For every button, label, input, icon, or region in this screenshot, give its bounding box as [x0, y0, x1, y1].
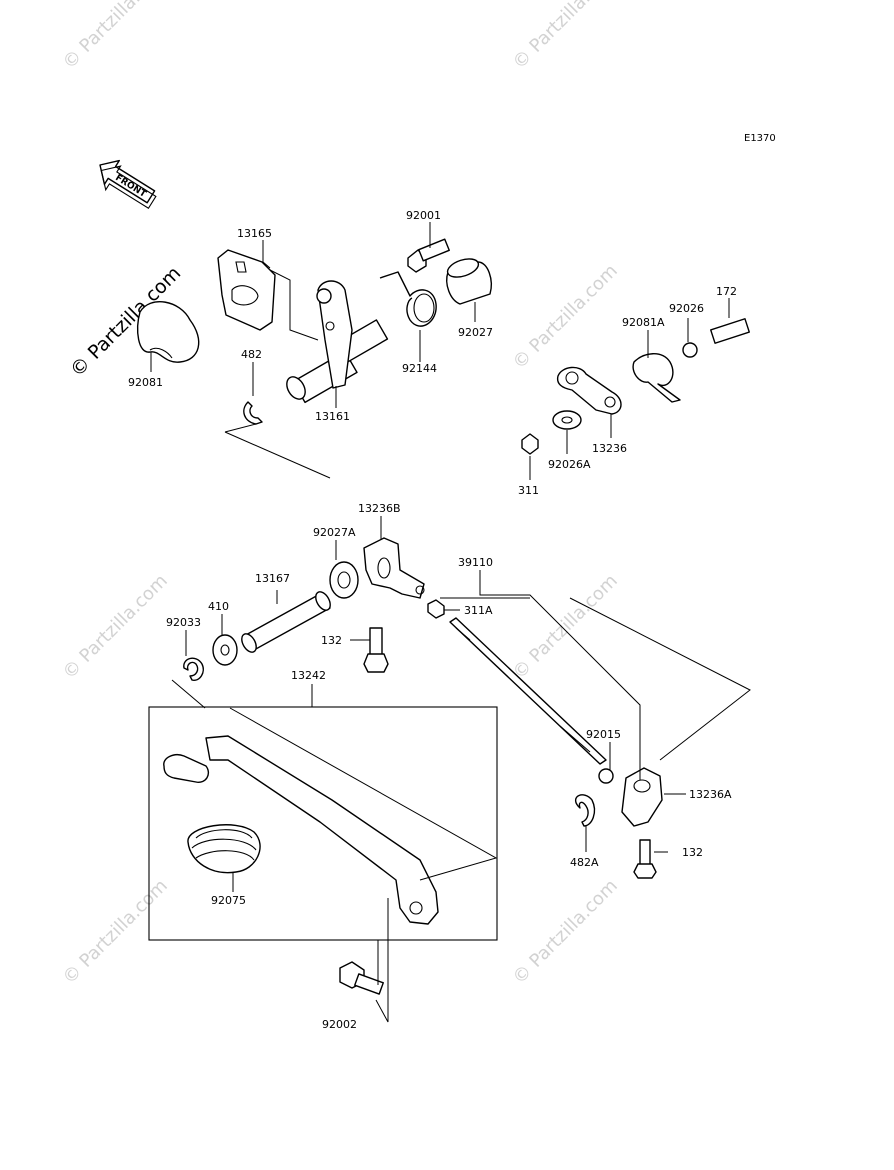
part-label: 13165 — [237, 227, 272, 240]
collar-92027 — [446, 258, 492, 305]
pedal-box — [148, 706, 498, 941]
linkage-assembly — [183, 537, 663, 879]
bolt-132-lower — [633, 839, 657, 879]
shift-arm-assembly — [521, 318, 750, 455]
part-label: 92144 — [402, 362, 437, 375]
guide-plate-13165 — [217, 249, 276, 331]
shift-pedal-assembly — [148, 706, 498, 995]
watermark: © Partzilla.com — [59, 570, 172, 683]
part-label: 92075 — [211, 894, 246, 907]
bolt-132 — [363, 627, 389, 673]
part-label: 92001 — [406, 209, 441, 222]
part-label: 13161 — [315, 410, 350, 423]
part-label: 311 — [518, 484, 539, 497]
front-arrow-icon: FRONT — [99, 159, 157, 210]
part-label: 13242 — [291, 669, 326, 682]
part-label: 13236A — [689, 788, 732, 801]
bolt-92002 — [339, 961, 384, 995]
stud-172 — [710, 318, 750, 344]
washer-410 — [212, 634, 238, 666]
watermark: © Partzilla.com — [509, 260, 622, 373]
watermark: © Partzilla.com — [509, 875, 622, 988]
circlip-92033 — [183, 657, 204, 681]
part-label: 132 — [682, 846, 703, 859]
nut-311 — [521, 433, 539, 455]
spring-92144 — [379, 271, 437, 327]
lever-13236A — [621, 767, 663, 827]
part-label: 482A — [570, 856, 599, 869]
part-label: 482 — [241, 348, 262, 361]
part-label: 92002 — [322, 1018, 357, 1031]
part-label: 13167 — [255, 572, 290, 585]
watermark: © Partzilla.com — [59, 0, 172, 74]
nut-92015 — [598, 768, 614, 784]
nut-311A — [427, 599, 445, 619]
shift-shaft-assembly — [137, 238, 492, 425]
circlip-482A — [574, 794, 596, 827]
spring-92081 — [137, 301, 200, 363]
part-label: 92026 — [669, 302, 704, 315]
rubber-92075 — [187, 824, 261, 874]
watermark: © Partzilla.com — [509, 570, 622, 683]
part-labels: 13165 92001 92081 482 13161 92144 92027 … — [128, 209, 737, 1031]
part-label: 13236 — [592, 442, 627, 455]
circlip-482 — [243, 401, 263, 425]
part-label: 92026A — [548, 458, 591, 471]
bolt-92001 — [407, 238, 450, 273]
part-label: 92081A — [622, 316, 665, 329]
leader-lines — [150, 222, 751, 1023]
part-label: 92027 — [458, 326, 493, 339]
part-label: 132 — [321, 634, 342, 647]
pedal-13242 — [205, 735, 439, 925]
watermark: © Partzilla.com — [509, 0, 622, 74]
spring-92081A — [632, 353, 681, 403]
part-label: 92033 — [166, 616, 201, 629]
part-label: 92027A — [313, 526, 356, 539]
diagram-code: E1370 — [744, 133, 776, 144]
part-label: 311A — [464, 604, 493, 617]
part-label: 410 — [208, 600, 229, 613]
part-label: 92081 — [128, 376, 163, 389]
watermark: © Partzilla.com — [59, 875, 172, 988]
lever-13236B — [363, 537, 425, 599]
part-label: 13236B — [358, 502, 401, 515]
rod-39110 — [449, 617, 607, 765]
part-label: 92015 — [586, 728, 621, 741]
washer-92026A — [552, 410, 582, 430]
washer-92026 — [682, 342, 698, 358]
washer-92027A — [329, 561, 359, 599]
part-label: 39110 — [458, 556, 493, 569]
part-label: 172 — [716, 285, 737, 298]
